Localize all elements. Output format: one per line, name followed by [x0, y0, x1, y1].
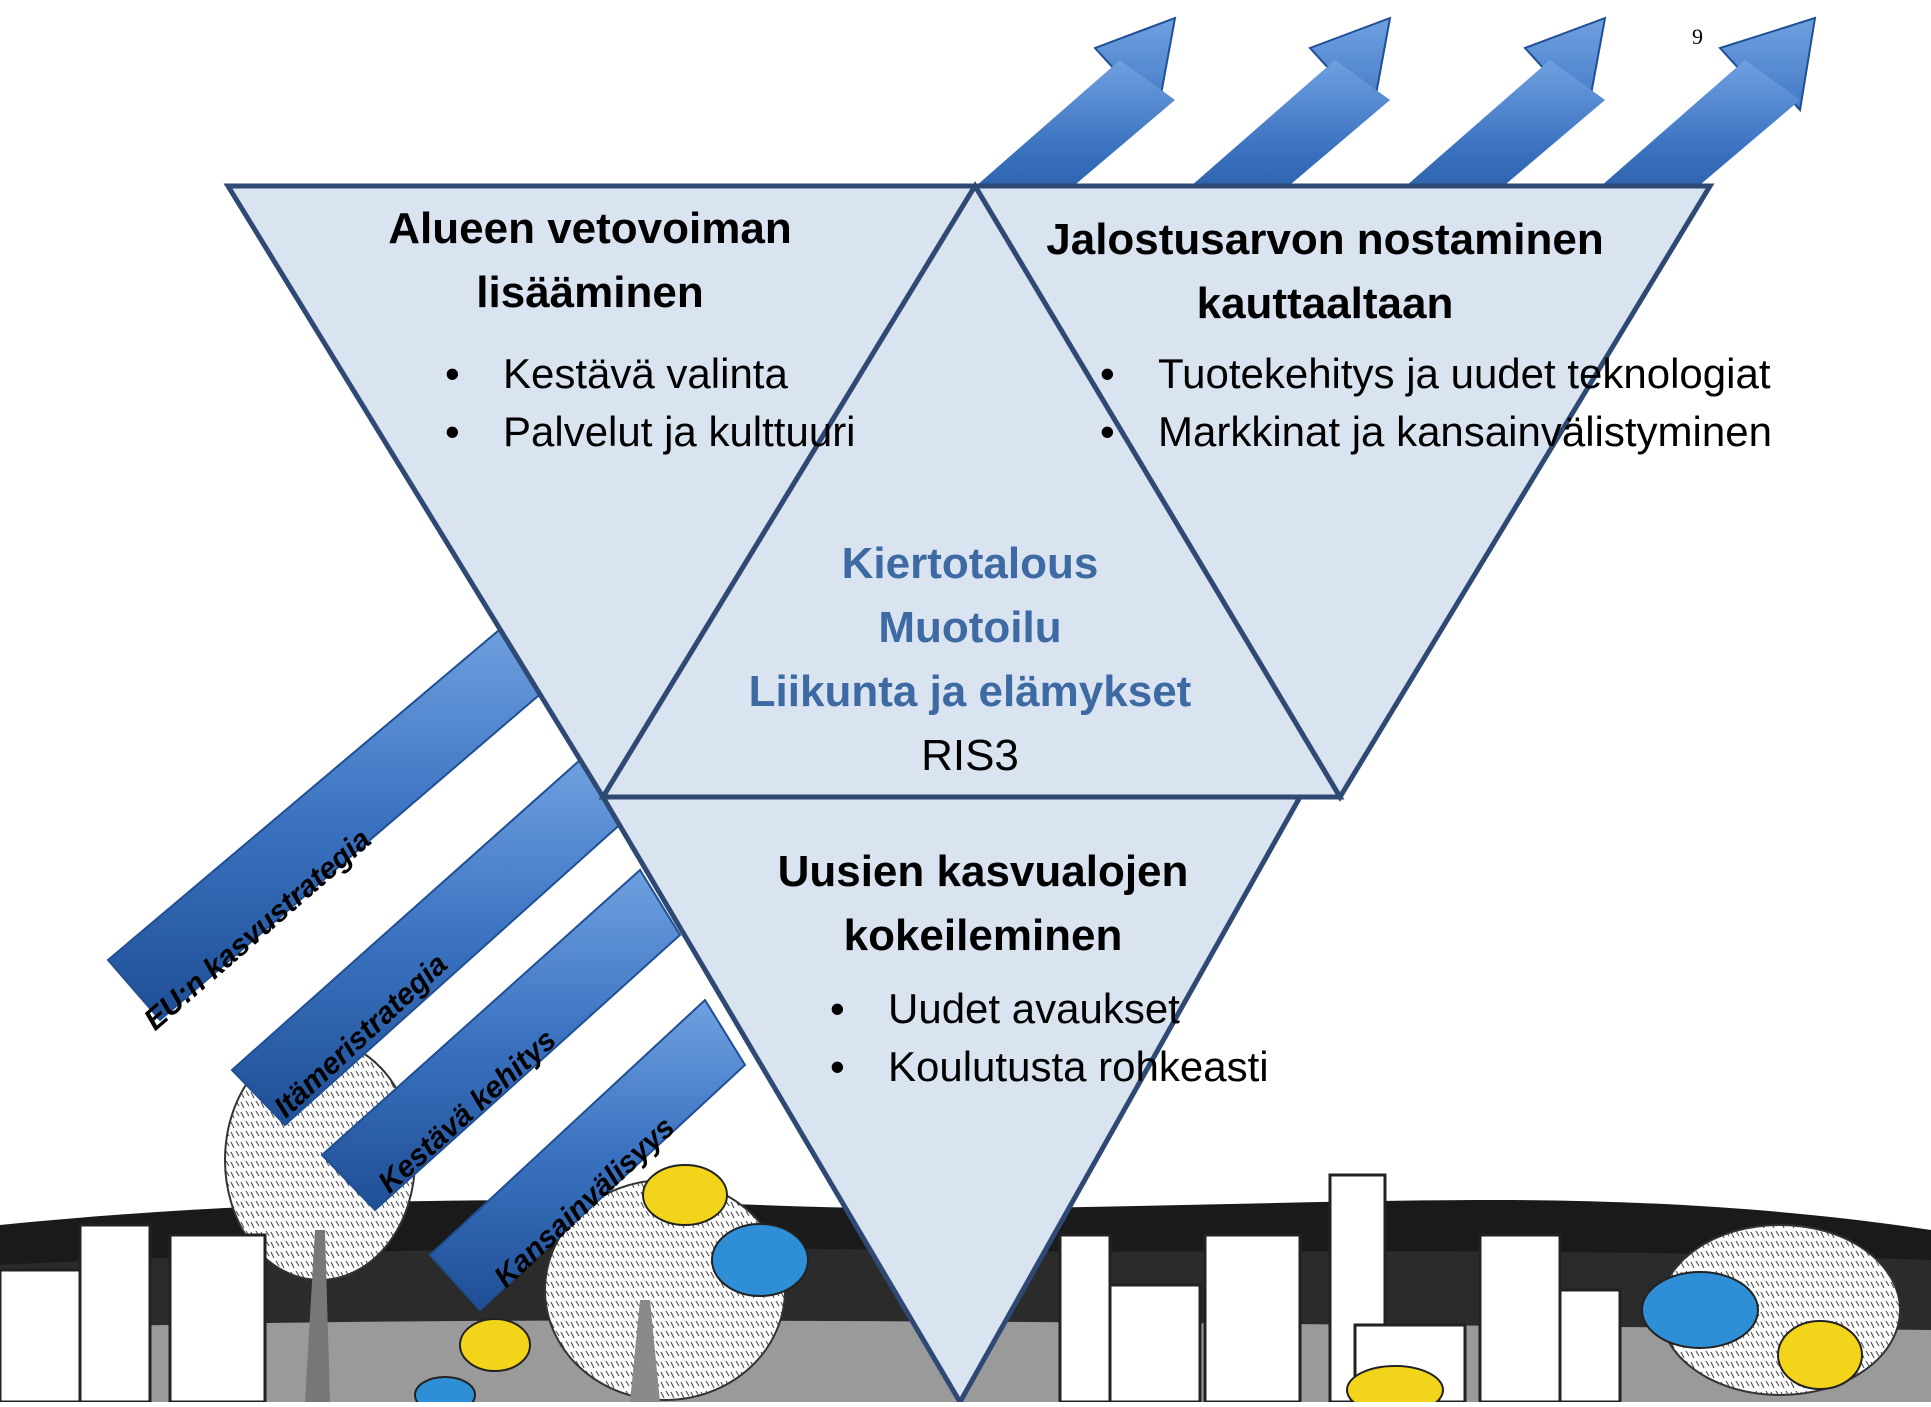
bullet-dot: • — [445, 350, 460, 397]
bar-kestava-kehitys — [320, 868, 682, 1212]
page-number: 9 — [1692, 24, 1703, 49]
center-tag: RIS3 — [921, 731, 1019, 780]
bar-kansainvalisyys — [428, 998, 747, 1312]
left-title-line-2: lisääminen — [476, 268, 704, 317]
bullet-dot: • — [830, 985, 845, 1032]
right-bullet-1-text: Tuotekehitys ja uudet teknologiat — [1158, 350, 1771, 397]
center-line-2: Muotoilu — [878, 603, 1062, 652]
triangle-bottom — [598, 794, 1305, 1407]
left-bullet-2-text: Palvelut ja kulttuuri — [503, 408, 856, 455]
center-core-text: Kiertotalous Muotoilu Liikunta ja elämyk… — [690, 532, 1250, 788]
right-title-line-2: kauttaaltaan — [1196, 279, 1454, 328]
bullet-dot: • — [1100, 408, 1115, 455]
bullet-dot: • — [445, 408, 460, 455]
left-title: Alueen vetovoiman lisääminen — [365, 197, 815, 325]
bottom-title-line-1: Uusien kasvualojen — [777, 847, 1189, 896]
bottom-bullet-list: • Uudet avaukset • Koulutusta rohkeasti — [830, 980, 1330, 1100]
right-title: Jalostusarvon nostaminen kauttaaltaan — [1025, 208, 1625, 336]
right-title-line-1: Jalostusarvon nostaminen — [1046, 215, 1604, 264]
bottom-bullet-1-text: Uudet avaukset — [888, 985, 1180, 1032]
bar-eu-kasvustrategia — [106, 623, 547, 1022]
bullet-dot: • — [1100, 350, 1115, 397]
left-bullet-1-text: Kestävä valinta — [503, 350, 788, 397]
left-title-line-1: Alueen vetovoiman — [388, 204, 792, 253]
bottom-bullet-2-text: Koulutusta rohkeasti — [888, 1043, 1269, 1090]
bottom-title-line-2: kokeileminen — [843, 911, 1123, 960]
center-line-3: Liikunta ja elämykset — [748, 667, 1192, 716]
center-line-1: Kiertotalous — [841, 539, 1099, 588]
left-bullet-list: • Kestävä valinta • Palvelut ja kulttuur… — [445, 345, 945, 465]
strategy-bars — [106, 623, 747, 1312]
bottom-title: Uusien kasvualojen kokeileminen — [733, 840, 1233, 968]
triangle-diagram — [223, 181, 1715, 1407]
right-bullet-list: • Tuotekehitys ja uudet teknologiat • Ma… — [1100, 345, 1900, 465]
right-bullet-2-text: Markkinat ja kansainvälistyminen — [1158, 408, 1772, 455]
bullet-dot: • — [830, 1043, 845, 1090]
